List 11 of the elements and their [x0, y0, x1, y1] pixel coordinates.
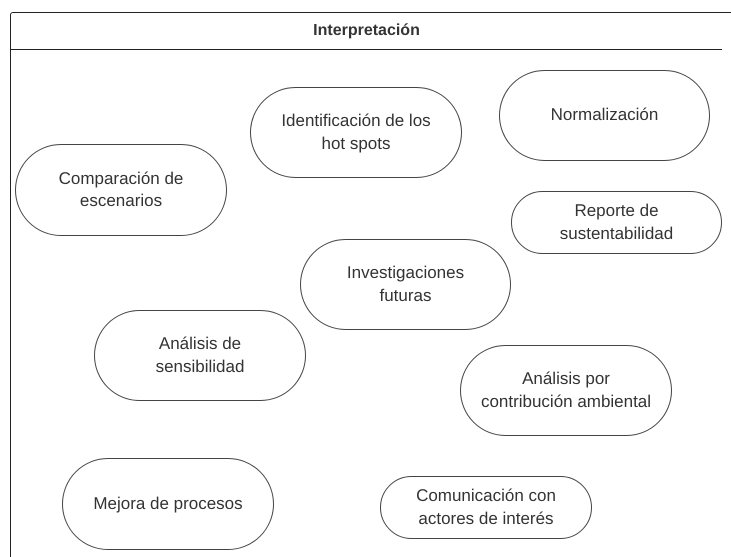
pill-label: Análisis de sensibilidad [154, 333, 246, 378]
pill-label: Mejora de procesos [93, 492, 243, 515]
pill-label: Comunicación con actores de interés [415, 485, 557, 530]
pill-label: Análisis por contribución ambiental [480, 368, 652, 412]
pill-label: Investigaciones futuras [346, 262, 466, 306]
pill-label: Identificación de los hot spots [280, 110, 432, 154]
container-frame [10, 12, 731, 557]
pill-label: Normalización [550, 104, 658, 126]
container-title: Interpretación [313, 22, 420, 40]
pill-label: Comparación de escenarios [58, 168, 184, 212]
pill-label: Reporte de sustentabilidad [558, 200, 674, 244]
